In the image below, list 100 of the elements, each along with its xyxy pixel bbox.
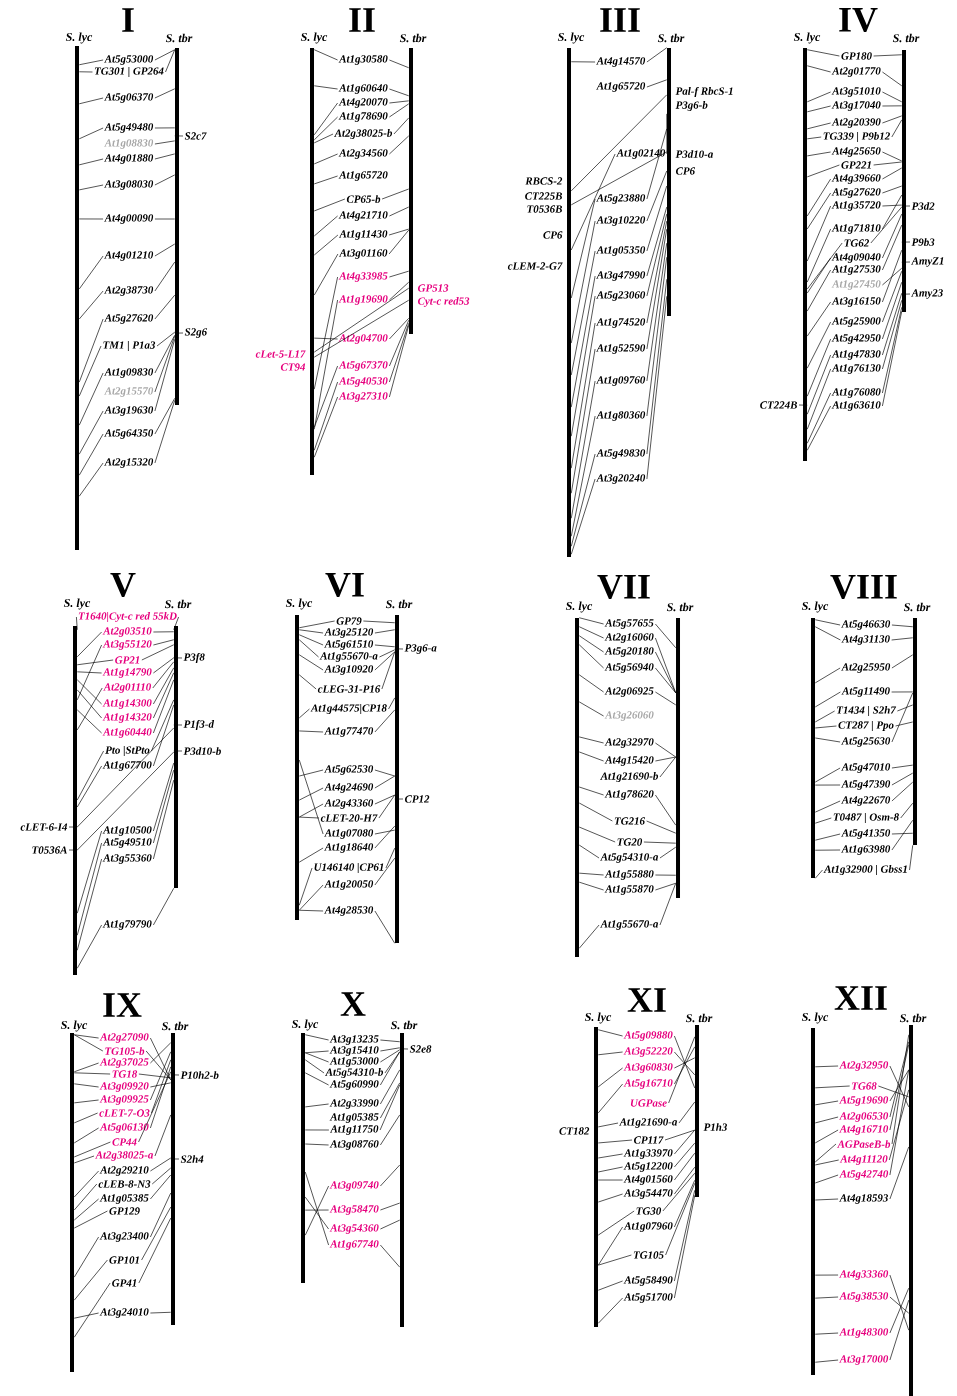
leader-line <box>570 275 596 408</box>
marker-label: T0536B <box>527 205 562 213</box>
leader-line <box>380 1051 401 1086</box>
leader-line <box>73 1155 95 1164</box>
leader-line <box>76 765 102 808</box>
leader-line <box>806 392 831 444</box>
marker-label: RBCS-2 <box>525 177 563 185</box>
leader-line <box>597 1254 632 1266</box>
leader-line <box>76 689 102 719</box>
leader-line <box>76 750 104 801</box>
leader-line <box>578 701 604 717</box>
marker-label: At4g09040 <box>831 253 881 263</box>
marker-label: At5g27620 <box>104 314 154 324</box>
marker-label: P3g6-b <box>675 101 708 111</box>
marker-label: At1g14300 <box>102 699 152 709</box>
leader-line <box>646 256 668 417</box>
leader-line <box>578 674 604 693</box>
chromosome-number: IV <box>839 7 878 33</box>
marker-label: At3g15410 <box>329 1046 379 1056</box>
marker-label: At4g20070 <box>338 98 388 108</box>
species-label: S. tbr <box>164 599 192 609</box>
marker-label: GP221 <box>841 161 871 169</box>
leader-line <box>570 453 596 547</box>
marker-label: GP101 <box>109 1256 139 1264</box>
leader-line <box>655 667 677 694</box>
marker-label: At5g16710 <box>623 1079 673 1089</box>
marker-label: At1g63610 <box>831 401 881 411</box>
leader-line <box>578 626 604 639</box>
leader-line <box>646 170 668 222</box>
marker-label: At5g19690 <box>839 1096 889 1106</box>
leader-line <box>878 1085 910 1098</box>
marker-label: At1g11750 <box>329 1125 379 1135</box>
leader-line <box>814 1116 839 1124</box>
leader-line <box>597 1029 623 1037</box>
species-label: S. lyc <box>291 1019 319 1031</box>
marker-label: UGPase <box>630 1099 667 1107</box>
marker-label: At3g09925 <box>99 1095 149 1105</box>
marker-label: GP41 <box>112 1279 137 1287</box>
marker-label: At4g21710 <box>338 211 388 221</box>
leader-line <box>389 206 410 217</box>
leader-line <box>298 909 324 912</box>
leader-line <box>806 65 831 73</box>
marker-label: At3g58470 <box>329 1205 379 1215</box>
chromosome-number: XII <box>834 986 887 1010</box>
leader-line <box>389 135 410 155</box>
marker-label: At3g08030 <box>104 180 154 190</box>
leader-line <box>806 91 831 103</box>
marker-label: P3d2 <box>911 202 935 210</box>
leader-line <box>313 234 339 256</box>
marker-label: At2g06530 <box>839 1112 889 1122</box>
leader-line <box>313 153 338 165</box>
leader-line <box>78 158 104 166</box>
leader-line <box>76 644 102 701</box>
leader-line <box>380 1082 401 1119</box>
leader-line <box>313 276 338 390</box>
leader-line <box>154 294 176 320</box>
species-label: S. lyc <box>565 601 593 613</box>
leader-line <box>76 830 102 914</box>
leader-line <box>814 737 841 743</box>
leader-line <box>889 1299 910 1361</box>
leader-line <box>381 188 410 200</box>
marker-label: At1g33970 <box>623 1149 673 1159</box>
leader-line <box>814 710 835 723</box>
leader-line <box>597 1083 623 1114</box>
link-line <box>570 94 668 192</box>
leader-line <box>150 1051 172 1101</box>
marker-label: At5g06370 <box>104 93 154 103</box>
leader-line <box>674 1194 696 1299</box>
leader-line <box>313 337 338 340</box>
marker-label: At4g00090 <box>104 214 154 224</box>
marker-label: At3g17040 <box>831 101 881 111</box>
marker-label: P1h3 <box>703 1123 727 1131</box>
leader-line <box>578 881 604 891</box>
marker-label: At5g11490 <box>841 687 890 697</box>
species-label: S. lyc <box>63 598 91 610</box>
leader-line <box>389 281 410 301</box>
species-label: S. lyc <box>285 598 313 610</box>
leader-line <box>655 742 677 758</box>
leader-line <box>374 829 396 835</box>
leader-line <box>141 644 175 661</box>
leader-line <box>597 1297 623 1324</box>
leader-line <box>901 261 911 263</box>
leader-line <box>154 243 176 257</box>
marker-label: At3g23400 <box>99 1232 149 1242</box>
marker-label: At5g42740 <box>839 1170 889 1180</box>
leader-line <box>889 1041 910 1118</box>
leader-line <box>814 833 841 841</box>
leader-line <box>150 1082 172 1088</box>
chromosome-number: VII <box>597 574 650 600</box>
leader-line <box>578 635 604 653</box>
marker-label: At4g39660 <box>831 174 881 184</box>
marker-label: CP12 <box>405 795 430 803</box>
leader-line <box>659 882 677 926</box>
leader-line <box>151 699 175 752</box>
leader-line <box>68 826 78 828</box>
leader-line <box>597 1051 623 1056</box>
marker-label: At5g56940 <box>604 663 654 673</box>
marker-label: At2g43360 <box>324 799 374 809</box>
leader-line <box>806 105 831 113</box>
leader-line <box>889 1069 910 1102</box>
